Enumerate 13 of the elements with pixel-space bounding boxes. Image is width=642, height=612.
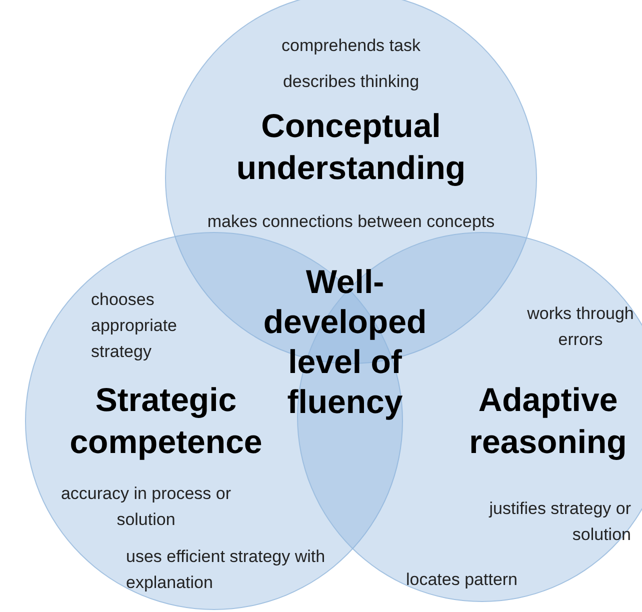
circle-heading: Strategic competence [68,380,264,462]
trait-text: makes connections between concepts [206,211,496,233]
trait-text: works through errors [526,303,635,351]
trait-text: uses efficient strategy with explanation [126,546,326,594]
trait-text: accuracy in process or solution [60,483,232,531]
circle-heading: Adaptive reasoning [468,380,628,462]
trait-text: justifies strategy or solution [488,498,631,546]
trait-text: locates pattern [406,569,519,591]
trait-text: comprehends task [280,35,422,57]
trait-text: describes thinking [282,71,420,93]
circle-heading: Conceptual understanding [235,106,467,188]
center-heading: Well-developed level of fluency [262,262,428,422]
trait-text: chooses appropriate strategy [91,289,178,363]
